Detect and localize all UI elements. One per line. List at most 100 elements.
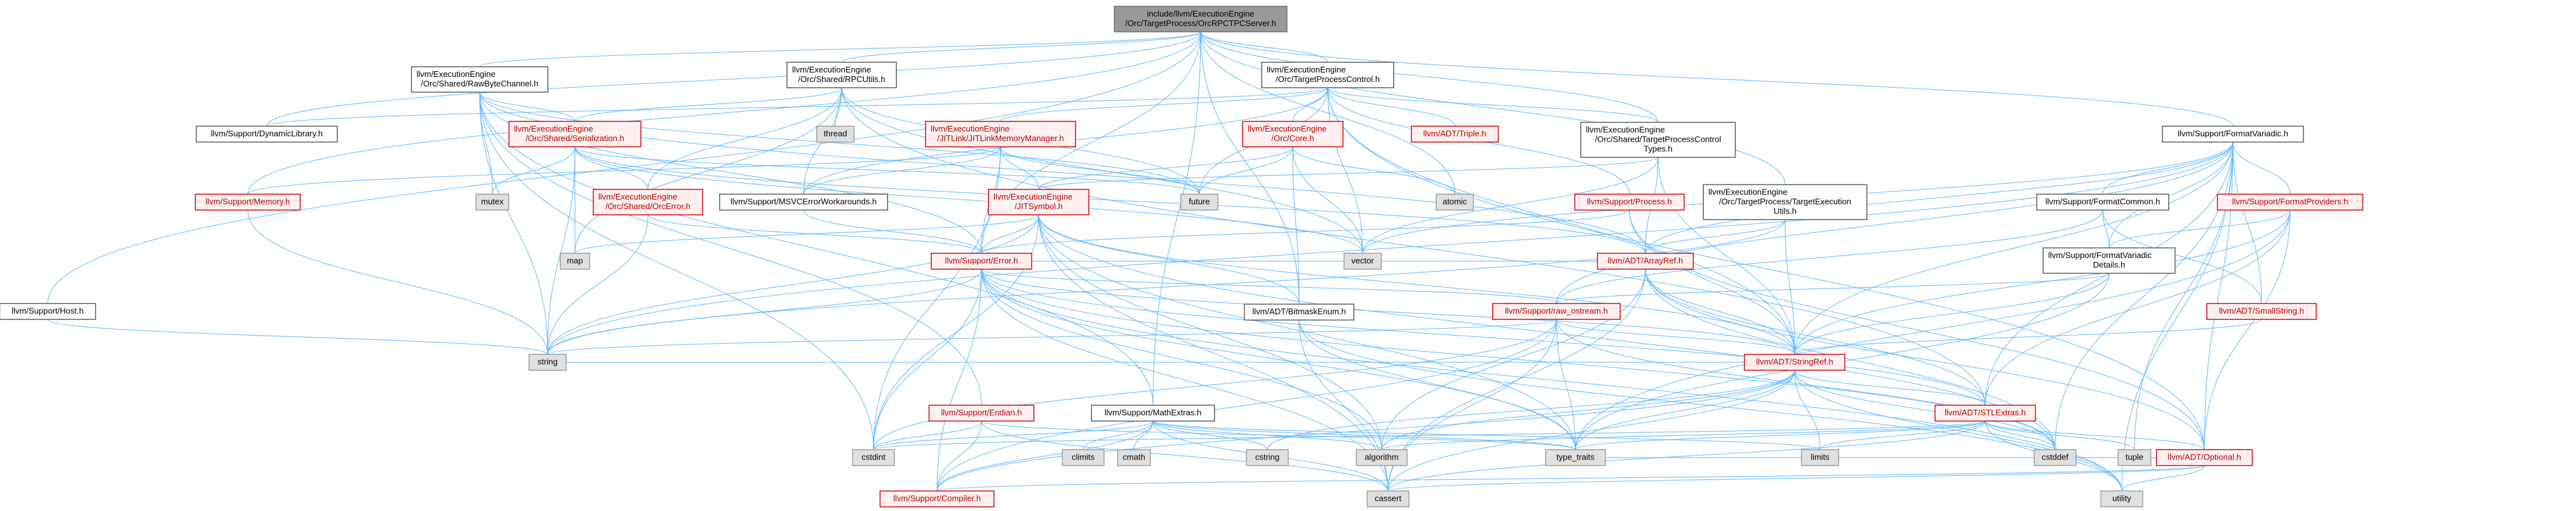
edge-stringref-cassert xyxy=(1387,370,1795,491)
edge-mathextras-limits xyxy=(1152,420,1821,451)
node-formatvariadic[interactable]: llvm/Support/FormatVariadic.h xyxy=(2162,125,2304,143)
edge-rawbyte-endian xyxy=(479,92,982,405)
node-label-line: llvm/ADT/StringRef.h xyxy=(1756,357,1833,367)
node-label-line: vector xyxy=(1351,256,1374,266)
node-optional[interactable]: llvm/ADT/Optional.h xyxy=(2155,449,2253,467)
edge-rpcutils-map xyxy=(574,87,842,254)
node-cstring[interactable]: cstring xyxy=(1246,449,1289,467)
node-smallstring[interactable]: llvm/ADT/SmallString.h xyxy=(2206,303,2317,320)
edge-orccore-vector xyxy=(1292,146,1363,254)
node-label-line: /Orc/Shared/RawByteChannel.h xyxy=(421,79,539,88)
edge-formatproviders-optional xyxy=(2204,210,2291,450)
node-host[interactable]: llvm/Support/Host.h xyxy=(0,303,97,320)
node-arrayref[interactable]: llvm/ADT/ArrayRef.h xyxy=(1596,252,1694,270)
node-memory[interactable]: llvm/Support/Memory.h xyxy=(194,193,301,211)
node-msvcerr[interactable]: llvm/Support/MSVCErrorWorkarounds.h xyxy=(719,193,888,211)
node-box xyxy=(988,189,1089,215)
node-tuple[interactable]: tuple xyxy=(2117,449,2152,467)
node-map[interactable]: map xyxy=(560,252,590,270)
node-box xyxy=(1117,449,1151,467)
node-type_traits[interactable]: type_traits xyxy=(1545,449,1606,467)
edge-rawostream-cstdint xyxy=(873,319,1557,450)
node-triple[interactable]: llvm/ADT/Triple.h xyxy=(1410,125,1499,143)
node-cstdint[interactable]: cstdint xyxy=(852,449,895,467)
node-label-line: llvm/ExecutionEngine xyxy=(1708,187,1787,197)
node-orcerror[interactable]: llvm/ExecutionEngine/Orc/Shared/OrcError… xyxy=(593,189,703,215)
node-compiler[interactable]: llvm/Support/Compiler.h xyxy=(879,490,995,508)
node-error[interactable]: llvm/Support/Error.h xyxy=(931,252,1032,270)
node-jitsymbol[interactable]: llvm/ExecutionEngine/JITSymbol.h xyxy=(988,189,1089,215)
node-layer: include/llvm/ExecutionEngine/Orc/TargetP… xyxy=(0,6,2364,508)
node-climits[interactable]: climits xyxy=(1062,449,1105,467)
node-algorithm[interactable]: algorithm xyxy=(1356,449,1408,467)
edge-rawbyte-mathextras xyxy=(479,92,1154,405)
node-thread[interactable]: thread xyxy=(816,125,854,143)
node-label-line: llvm/Support/FormatVariadic xyxy=(2048,250,2152,260)
node-box xyxy=(2036,193,2169,211)
node-utility[interactable]: utility xyxy=(2100,490,2143,508)
edge-formatvariadic-formatproviders xyxy=(2232,142,2291,194)
edge-tpctypes-jitsymbol xyxy=(1038,156,1659,190)
edge-optional-cassert xyxy=(1387,465,2205,492)
edge-error-stringref xyxy=(981,269,1795,355)
node-process[interactable]: llvm/Support/Process.h xyxy=(1574,193,1685,211)
node-stringref[interactable]: llvm/ADT/StringRef.h xyxy=(1744,353,1845,371)
node-jitlinkmem[interactable]: llvm/ExecutionEngine/JITLink/JITLinkMemo… xyxy=(925,121,1076,147)
node-formatcommon[interactable]: llvm/Support/FormatCommon.h xyxy=(2036,193,2169,211)
edge-root-memory xyxy=(247,31,1201,194)
node-box xyxy=(1343,252,1382,270)
node-dynlib[interactable]: llvm/Support/DynamicLibrary.h xyxy=(196,125,338,143)
node-tpeutils[interactable]: llvm/ExecutionEngine/Orc/TargetProcess/T… xyxy=(1703,184,1868,221)
node-label-line: llvm/Support/MathExtras.h xyxy=(1105,408,1201,418)
node-limits[interactable]: limits xyxy=(1800,449,1839,467)
node-label-line: Details.h xyxy=(2093,260,2126,269)
node-rpcutils[interactable]: llvm/ExecutionEngine/Orc/Shared/RPCUtils… xyxy=(786,62,897,88)
edge-stlextras-type_traits xyxy=(1575,420,1986,451)
edge-mathextras-type_traits xyxy=(1152,420,1576,451)
edge-formatproviders-stringref xyxy=(1794,210,2291,355)
node-root[interactable]: include/llvm/ExecutionEngine/Orc/TargetP… xyxy=(1114,6,1288,32)
node-label-line: /JITLink/JITLinkMemoryManager.h xyxy=(937,133,1063,143)
node-stlextras[interactable]: llvm/ADT/STLExtras.h xyxy=(1934,404,2036,422)
node-box xyxy=(931,252,1032,270)
edge-stringref-stlextras xyxy=(1794,370,1986,405)
node-label-line: llvm/Support/FormatProviders.h xyxy=(2232,197,2349,207)
node-cmath[interactable]: cmath xyxy=(1117,449,1151,467)
edge-stringref-compiler xyxy=(936,370,1795,491)
edge-arrayref-stlextras xyxy=(1645,269,1986,405)
edge-formatvariadic-formatvariadicdetails xyxy=(2108,142,2234,249)
edge-tpc-vector xyxy=(1327,87,1363,254)
node-label-line: climits xyxy=(1072,453,1095,462)
edge-formatvariadic-formatcommon xyxy=(2102,142,2234,194)
node-vector[interactable]: vector xyxy=(1343,252,1382,270)
node-string[interactable]: string xyxy=(529,353,567,371)
edge-formatvariadic-smallstring xyxy=(2232,142,2262,304)
edge-error-rawostream xyxy=(981,268,1557,304)
node-tpctypes[interactable]: llvm/ExecutionEngine/Orc/Shared/TargetPr… xyxy=(1580,121,1736,158)
node-atomic[interactable]: atomic xyxy=(1435,193,1474,211)
node-orccore[interactable]: llvm/ExecutionEngine/Orc/Core.h xyxy=(1242,121,1344,147)
edge-jitlinkmem-future xyxy=(1000,146,1200,194)
node-label-line: algorithm xyxy=(1365,453,1398,462)
edge-rpcutils-serialization xyxy=(574,87,842,122)
node-box xyxy=(1366,490,1410,508)
node-endian[interactable]: llvm/Support/Endian.h xyxy=(928,404,1035,422)
node-cassert[interactable]: cassert xyxy=(1366,490,1410,508)
node-box xyxy=(786,62,897,88)
edge-formatproviders-formatvariadicdetails xyxy=(2108,210,2291,249)
node-serialization[interactable]: llvm/ExecutionEngine/Orc/Shared/Serializ… xyxy=(508,121,642,147)
edge-tpeutils-stringref xyxy=(1784,219,1795,355)
node-bitmaskenum[interactable]: llvm/ADT/BitmaskEnum.h xyxy=(1244,303,1354,321)
node-rawostream[interactable]: llvm/Support/raw_ostream.h xyxy=(1492,303,1621,320)
node-cstddef[interactable]: cstddef xyxy=(2033,449,2077,467)
node-mutex[interactable]: mutex xyxy=(475,193,509,211)
edge-stlextras-cstddef xyxy=(1985,421,2056,450)
node-rawbyte[interactable]: llvm/ExecutionEngine/Orc/Shared/RawByteC… xyxy=(410,66,549,93)
edge-tpc-triple xyxy=(1327,87,1455,126)
node-mathextras[interactable]: llvm/Support/MathExtras.h xyxy=(1091,404,1215,422)
node-tpc[interactable]: llvm/ExecutionEngine/Orc/TargetProcessCo… xyxy=(1261,62,1394,88)
node-future[interactable]: future xyxy=(1180,193,1218,211)
node-formatproviders[interactable]: llvm/Support/FormatProviders.h xyxy=(2216,193,2364,211)
edge-arrayref-cstddef xyxy=(1645,269,2056,450)
